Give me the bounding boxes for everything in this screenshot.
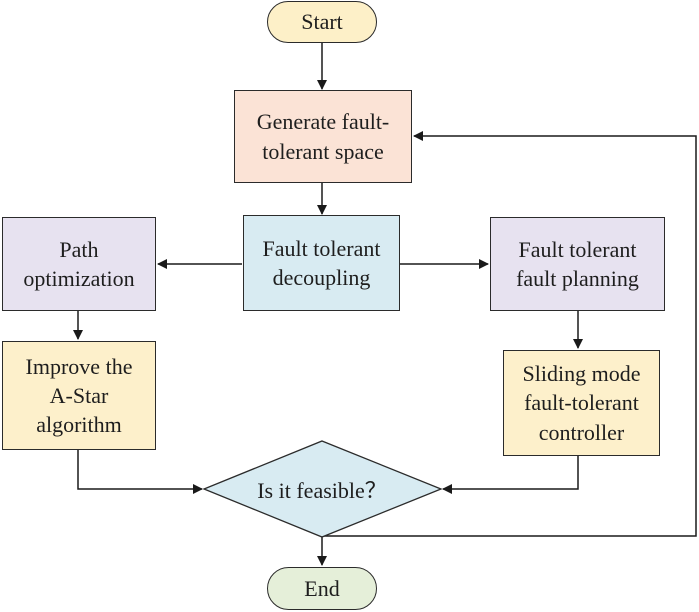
planning-line-1: Fault tolerant	[518, 236, 637, 262]
astar-line-2: A-Star	[49, 382, 109, 408]
astar-box: Improve the A-Star algorithm	[2, 341, 156, 450]
feasible-label-wrap: Is it feasible？	[214, 470, 430, 508]
feasible-label: Is it feasible？	[257, 478, 387, 503]
start-terminal: Start	[267, 1, 377, 43]
astar-line-3: algorithm	[36, 412, 122, 438]
arrow-astar-to-feasible	[77, 450, 203, 494]
generate-line-2: tolerant space	[262, 138, 384, 164]
sliding-line-3: controller	[538, 419, 625, 445]
sliding-line-1: Sliding mode	[522, 361, 641, 387]
end-terminal: End	[267, 567, 377, 610]
path-line-2: optimization	[23, 266, 135, 291]
sliding-line-2: fault-tolerant	[524, 390, 639, 416]
fault-planning-box: Fault tolerant fault planning	[490, 217, 665, 311]
path-line-1: Path	[59, 236, 99, 262]
start-label: Start	[301, 9, 343, 35]
path-optimization-box: Path optimization	[2, 217, 156, 311]
decoupling-box: Fault tolerant decoupling	[243, 215, 400, 311]
astar-line-1: Improve the	[25, 353, 133, 379]
decoupling-line-2: decoupling	[272, 265, 371, 290]
sliding-controller-box: Sliding mode fault-tolerant controller	[503, 350, 660, 456]
decoupling-line-1: Fault tolerant	[262, 235, 381, 261]
arrow-sliding-to-feasible	[442, 456, 579, 494]
generate-space-box: Generate fault- tolerant space	[234, 90, 412, 183]
planning-line-2: fault planning	[516, 266, 639, 291]
arrow-feasible-loop-to-generate	[322, 131, 697, 537]
feasible-decision-diamond	[202, 440, 443, 538]
generate-line-1: Generate fault-	[256, 109, 390, 135]
end-label: End	[304, 575, 340, 601]
